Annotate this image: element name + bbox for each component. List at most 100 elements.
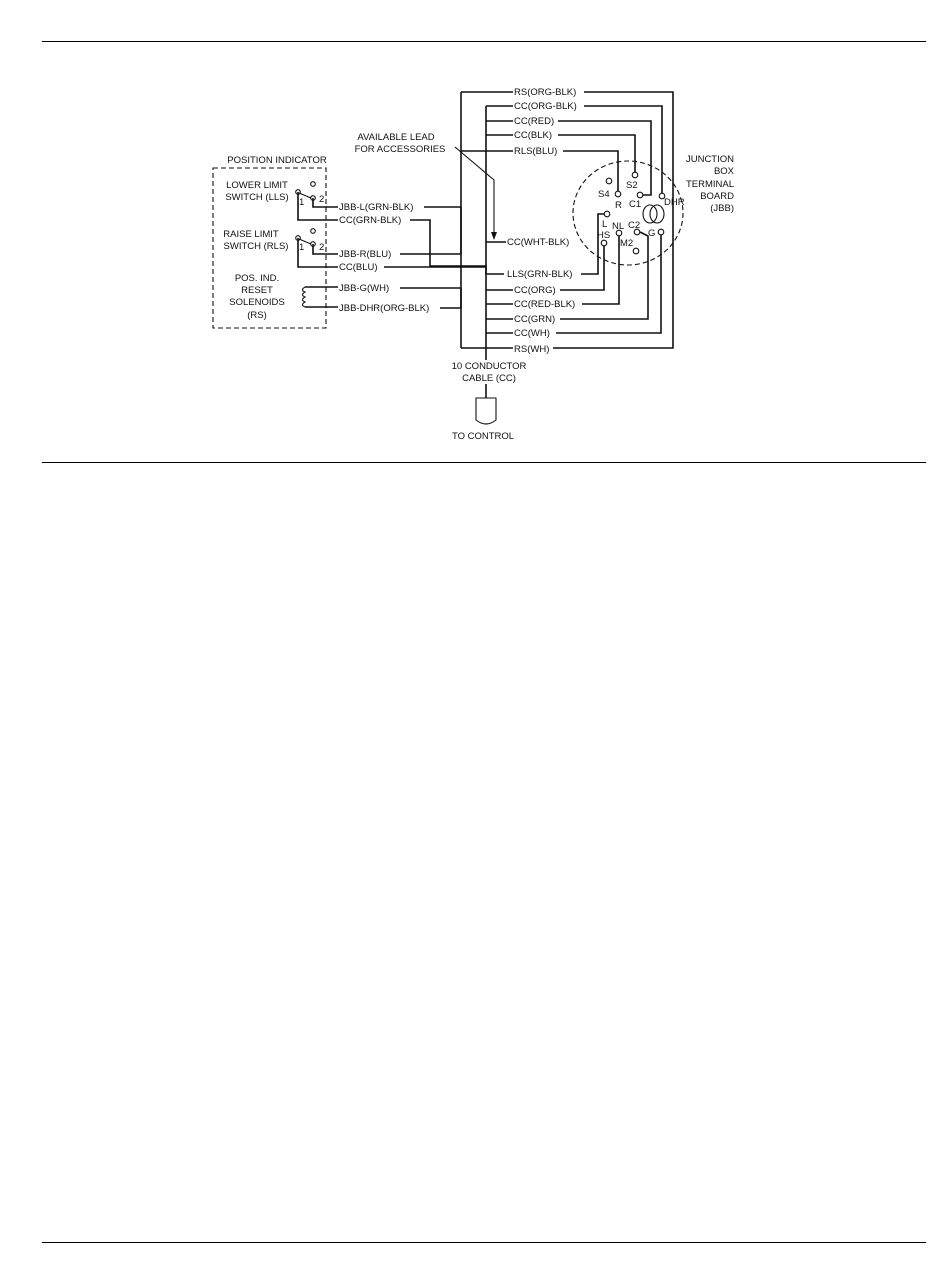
terminal-s4: [614, 190, 622, 198]
terminal-hs: [600, 239, 608, 247]
wire-cc-blu-left: [297, 238, 338, 268]
label-cc-grn-blk: CC(GRN-BLK): [339, 215, 401, 226]
wire-cc-red-blk-right: [582, 236, 620, 305]
wire-jbb-l-left: [312, 198, 338, 208]
lls-pin2-label: 2: [319, 194, 324, 205]
left-wiring: JBB-L(GRN-BLK) CC(GRN-BLK) JBB-R(BLU) CC…: [297, 192, 504, 314]
label-rs-wh: RS(WH): [514, 344, 549, 355]
wire-cc-grn-right: [560, 231, 649, 320]
label-cc-wh: CC(WH): [514, 328, 550, 339]
accessories-callout: AVAILABLE LEAD FOR ACCESSORIES: [355, 132, 497, 240]
terminal-m2-label: M2: [620, 238, 633, 249]
cable-label-line1: 10 CONDUCTOR: [452, 361, 527, 372]
jbb-label-line3: TERMINAL: [686, 179, 734, 190]
label-cc-blk: CC(BLK): [514, 130, 552, 141]
label-cc-org: CC(ORG): [514, 285, 556, 296]
label-cc-red-blk: CC(RED-BLK): [514, 299, 575, 310]
terminal-s4-label: S4: [598, 189, 610, 200]
accessories-arrowhead: [491, 232, 497, 240]
label-lls-grn-blk: LLS(GRN-BLK): [507, 269, 572, 280]
rs-label-line3: SOLENOIDS: [229, 297, 284, 308]
cable-trunk: 10 CONDUCTOR CABLE (CC) TO CONTROL: [452, 92, 527, 442]
jbb-label-line2: BOX: [714, 166, 735, 177]
terminal-s4-extra: [605, 177, 613, 185]
junction-box: JUNCTION BOX TERMINAL BOARD (JBB) S4 R S…: [572, 154, 735, 266]
terminal-dhr: [658, 192, 666, 200]
wire-jbb-r-left: [312, 244, 338, 255]
rs-label-line4: (RS): [247, 310, 267, 321]
terminal-c2-label: C2: [628, 220, 640, 231]
wire-rs-org-blk-right: [553, 91, 674, 349]
relay-coil-front: [642, 204, 658, 224]
label-cc-blu: CC(BLU): [339, 262, 378, 273]
wire-cc-blk-right: [558, 134, 636, 172]
rs-label-line1: POS. IND.: [235, 273, 279, 284]
junction-box-outline: [572, 160, 684, 266]
relay-coil-back: [649, 204, 665, 224]
bottom-rule: [42, 1242, 926, 1243]
terminal-nl: [615, 229, 623, 237]
wire-lls-grn-blk-right: [581, 213, 607, 275]
label-jbb-dhr: JBB-DHR(ORG-BLK): [339, 303, 429, 314]
wire-cc-grn-blk-right: [410, 219, 504, 275]
terminal-m2: [632, 247, 640, 255]
terminal-c1: [636, 191, 644, 199]
cable-label-line2: CABLE (CC): [462, 373, 516, 384]
rls-switch-arm: [298, 238, 312, 245]
terminal-hs-label: HS: [597, 230, 610, 241]
terminal-l-label: L: [602, 219, 607, 230]
top-rule: [42, 41, 926, 42]
lls-switch-arm: [298, 192, 312, 199]
position-indicator-title: POSITION INDICATOR: [227, 155, 327, 166]
label-jbb-l: JBB-L(GRN-BLK): [339, 202, 413, 213]
middle-rule: [42, 462, 926, 463]
label-cc-red: CC(RED): [514, 116, 554, 127]
wire-cc-wh-right: [556, 234, 662, 334]
position-indicator: POSITION INDICATOR LOWER LIMIT SWITCH (L…: [212, 155, 327, 329]
label-rs-org-blk: RS(ORG-BLK): [514, 87, 576, 98]
lls-contact-open: [310, 181, 316, 187]
cable-plug-symbol: [475, 397, 497, 425]
accessories-label-line1: AVAILABLE LEAD: [357, 132, 434, 143]
terminal-g-label: G: [648, 228, 655, 239]
rls-contact-open: [310, 228, 316, 234]
wire-cc-org-blk-right: [584, 105, 663, 195]
lls-pin1-label: 1: [299, 197, 304, 208]
rls-label-line1: RAISE LIMIT: [223, 229, 279, 240]
label-jbb-r: JBB-R(BLU): [339, 249, 391, 260]
label-cc-org-blk: CC(ORG-BLK): [514, 101, 577, 112]
lls-label-line2: SWITCH (LLS): [225, 192, 288, 203]
terminal-l: [603, 210, 611, 218]
terminal-dhr-label: DHR: [664, 197, 685, 208]
terminal-g: [657, 228, 665, 236]
terminal-s2: [631, 171, 639, 179]
terminal-c1-label: C1: [629, 199, 641, 210]
terminal-r-label: R: [615, 200, 622, 211]
terminal-s2-label: S2: [626, 180, 638, 191]
rs-label-line2: RESET: [241, 285, 273, 296]
wire-rls-blu-right: [563, 150, 619, 193]
rls-pin2-label: 2: [319, 242, 324, 253]
label-cc-wht-blk: CC(WHT-BLK): [507, 237, 569, 248]
jbb-label-line5: (JBB): [710, 203, 734, 214]
right-wiring: RS(ORG-BLK) CC(ORG-BLK) CC(RED) CC(BLK) …: [461, 87, 674, 355]
label-rls-blu: RLS(BLU): [514, 146, 557, 157]
wire-cc-grn-blk-left: [297, 192, 338, 221]
jbb-label-line4: BOARD: [700, 191, 734, 202]
terminal-c2: [633, 228, 641, 236]
lls-label-line1: LOWER LIMIT: [226, 180, 288, 191]
wire-cc-org-right: [560, 243, 605, 291]
solenoid-coil-symbol: [301, 286, 307, 308]
wiring-diagram: POSITION INDICATOR LOWER LIMIT SWITCH (L…: [212, 87, 735, 442]
rls-pin1-label: 1: [299, 242, 304, 253]
accessories-label-line2: FOR ACCESSORIES: [355, 144, 446, 155]
accessories-pointer: [454, 146, 495, 238]
jbb-label-line1: JUNCTION: [686, 154, 734, 165]
to-control-label: TO CONTROL: [452, 431, 514, 442]
wire-cc-red-right: [558, 120, 652, 196]
rls-label-line2: SWITCH (RLS): [224, 241, 289, 252]
label-cc-grn: CC(GRN): [514, 314, 555, 325]
terminal-nl-label: NL: [612, 221, 624, 232]
label-jbb-g: JBB-G(WH): [339, 283, 389, 294]
position-indicator-box: [212, 167, 327, 329]
